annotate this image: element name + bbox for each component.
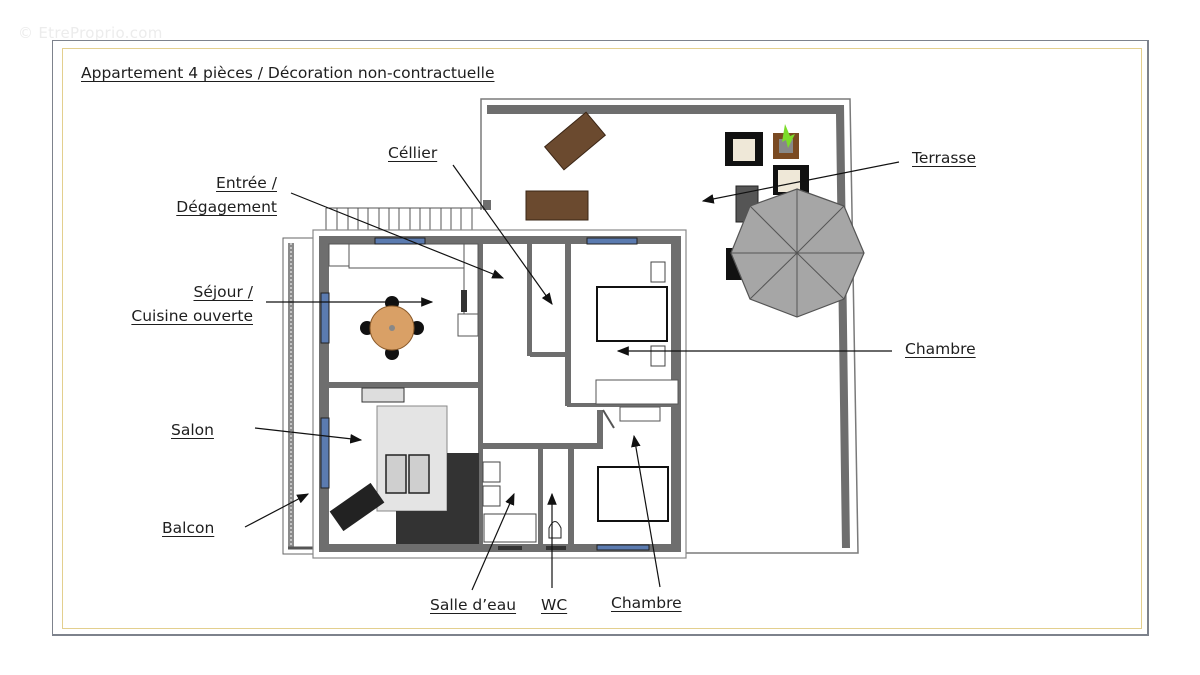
label-wc: WC	[541, 596, 568, 614]
label-chambre-1: Chambre	[905, 340, 976, 358]
bedroom-furniture	[595, 261, 679, 522]
dining-table	[360, 296, 424, 360]
label-chambre-2: Chambre	[611, 594, 682, 612]
label-entree: Entrée /	[216, 174, 277, 192]
label-sejour: Séjour /	[193, 283, 253, 301]
label-terrasse: Terrasse	[912, 149, 977, 167]
leader-lines	[244, 161, 900, 591]
living-furniture	[329, 405, 479, 544]
label-balcon: Balcon	[162, 519, 215, 537]
terrace-furniture	[525, 111, 809, 280]
label-degagement: Dégagement	[176, 198, 277, 216]
inner-frame	[62, 48, 1142, 629]
balcony	[282, 237, 314, 555]
label-cellier: Céllier	[388, 144, 438, 162]
outer-frame	[52, 40, 1149, 636]
label-salon: Salon	[171, 421, 214, 439]
watermark: © EtreProprio.com	[18, 24, 163, 42]
bathroom-fixtures	[482, 461, 562, 543]
label-salle-eau: Salle d’eau	[430, 596, 517, 614]
terrace	[480, 98, 859, 554]
plan-title: Appartement 4 pièces / Décoration non-co…	[81, 64, 495, 82]
label-cuisine-ouverte: Cuisine ouverte	[131, 307, 253, 325]
umbrella	[730, 188, 865, 318]
railing-hatch	[325, 207, 483, 231]
